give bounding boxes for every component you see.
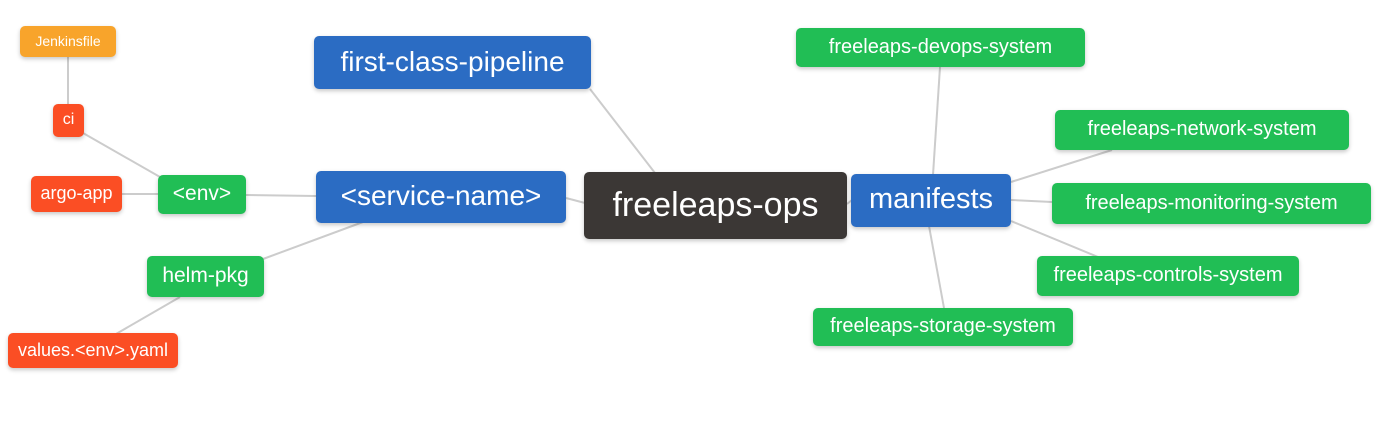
edge-env-service-name: [245, 194, 317, 197]
edge-manifests-network: [1010, 149, 1113, 183]
edge-pipeline-root: [589, 88, 656, 174]
node-freeleaps-ops-root[interactable]: freeleaps-ops: [584, 172, 847, 239]
node-freeleaps-monitoring-system[interactable]: freeleaps-monitoring-system: [1052, 183, 1371, 224]
node-values-env-yaml[interactable]: values.<env>.yaml: [8, 333, 178, 368]
node-freeleaps-storage-system[interactable]: freeleaps-storage-system: [813, 308, 1073, 346]
node-argo-app[interactable]: argo-app: [31, 176, 122, 212]
node-first-class-pipeline[interactable]: first-class-pipeline: [314, 36, 591, 89]
node-freeleaps-controls-system[interactable]: freeleaps-controls-system: [1037, 256, 1299, 296]
node-jenkinsfile[interactable]: Jenkinsfile: [20, 26, 116, 57]
edge-manifests-monitoring: [1010, 199, 1053, 203]
edge-manifests-storage: [928, 225, 945, 309]
node-ci[interactable]: ci: [53, 104, 84, 137]
node-freeleaps-network-system[interactable]: freeleaps-network-system: [1055, 110, 1349, 150]
node-freeleaps-devops-system[interactable]: freeleaps-devops-system: [796, 28, 1085, 67]
node-manifests[interactable]: manifests: [851, 174, 1011, 227]
edge-ci-env: [82, 132, 168, 182]
edge-helm-pkg-service-name: [262, 221, 364, 260]
edge-manifests-devops: [932, 66, 941, 176]
edge-manifests-controls: [1010, 220, 1099, 258]
node-env[interactable]: <env>: [158, 175, 246, 214]
node-service-name[interactable]: <service-name>: [316, 171, 566, 223]
node-helm-pkg[interactable]: helm-pkg: [147, 256, 264, 297]
edge-service-name-root: [565, 197, 586, 204]
edge-values-helm-pkg: [115, 296, 181, 335]
